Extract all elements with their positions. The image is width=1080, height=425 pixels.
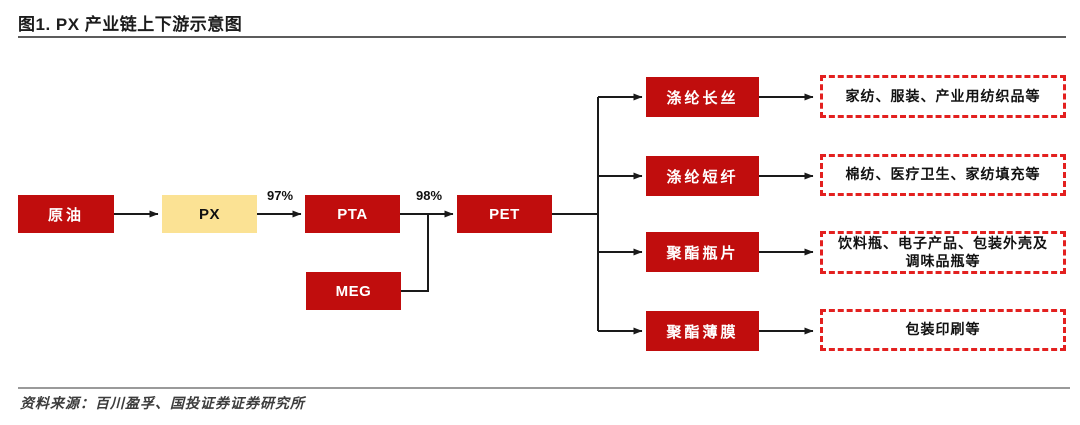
node-meg: MEG (306, 272, 401, 310)
node-px: PX (162, 195, 257, 233)
node-crude-oil: 原油 (18, 195, 114, 233)
source-note: 资料来源：百川盈孚、国投证券证券研究所 (20, 396, 305, 412)
figure-title: 图1. PX 产业链上下游示意图 (18, 15, 243, 34)
node-pet: PET (457, 195, 552, 233)
node-polyester-staple: 涤纶短纤 (646, 156, 759, 196)
node-polyester-filament: 涤纶长丝 (646, 77, 759, 117)
line-meg-junction (401, 215, 429, 292)
applications-staple: 棉纺、医疗卫生、家纺填充等 (820, 154, 1066, 196)
title-divider (18, 36, 1066, 38)
applications-bottle-chip: 饮料瓶、电子产品、包装外壳及调味品瓶等 (820, 231, 1066, 274)
node-polyester-film: 聚酯薄膜 (646, 311, 759, 351)
source-divider (18, 387, 1070, 389)
applications-filament: 家纺、服装、产业用纺织品等 (820, 75, 1066, 118)
applications-film: 包装印刷等 (820, 309, 1066, 351)
conversion-rate-px-to-pta: 97% (266, 188, 294, 203)
node-pet-bottle-chip: 聚酯瓶片 (646, 232, 759, 272)
node-pta: PTA (305, 195, 400, 233)
conversion-rate-pta-to-pet: 98% (415, 188, 443, 203)
